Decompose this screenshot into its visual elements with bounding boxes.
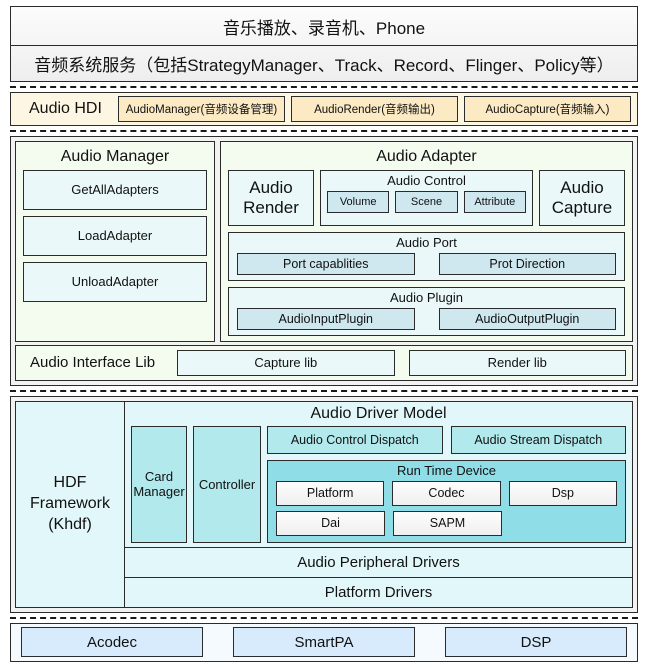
hardware-item-smartpa: SmartPA xyxy=(233,627,415,658)
hdf-framework-line-3: (Khdf) xyxy=(48,515,92,533)
audio-control-box: Audio Control Volume Scene Attribute xyxy=(320,169,533,226)
hardware-item-dsp: DSP xyxy=(445,627,627,658)
run-time-device-row-2: Dai SAPM xyxy=(276,510,617,536)
audio-plugin-item-audiooutputplugin: AudioOutputPlugin xyxy=(438,307,616,330)
run-time-device-row-1: Platform Codec Dsp xyxy=(276,480,617,506)
dispatch-row: Audio Control Dispatch Audio Stream Disp… xyxy=(267,425,626,454)
card-manager-line-1: Card xyxy=(144,468,174,484)
audio-port-box: Audio Port Port capablities Prot Directi… xyxy=(228,231,625,281)
audio-control-item-scene: Scene xyxy=(395,190,458,213)
audio-driver-model-body: Card Manager Controller Audio Control Di… xyxy=(125,425,632,547)
hdf-framework-box: HDF Framework (Khdf) xyxy=(15,400,125,608)
rtd-item-sapm: SAPM xyxy=(393,510,502,536)
run-time-device-grid: Platform Codec Dsp Dai SAPM xyxy=(276,480,617,536)
hdf-framework-line-2: Framework xyxy=(29,495,110,513)
audio-hdi-title: Audio HDI xyxy=(29,99,102,117)
applications-row: 音乐播放、录音机、Phone xyxy=(222,18,426,38)
audio-adapter-top-row: Audio Render Audio Control Volume Scene … xyxy=(228,169,625,226)
audio-hal-layer: Audio Manager GetAllAdapters LoadAdapter… xyxy=(10,135,638,386)
audio-driver-model-title: Audio Driver Model xyxy=(310,404,447,422)
audio-port-item-prot-direction: Prot Direction xyxy=(438,252,616,275)
hardware-layer: Acodec SmartPA DSP xyxy=(10,622,638,662)
audio-manager-title: Audio Manager xyxy=(60,147,170,165)
audio-manager-panel: Audio Manager GetAllAdapters LoadAdapter… xyxy=(15,140,215,342)
hdi-module-audiorender: AudioRender(音频输出) xyxy=(290,95,458,122)
rtd-item-dai: Dai xyxy=(276,510,385,536)
audio-port-items: Port capablities Prot Direction xyxy=(237,252,616,275)
rtd-item-dsp: Dsp xyxy=(508,480,617,506)
audio-plugin-title: Audio Plugin xyxy=(390,289,463,305)
audio-control-item-attribute: Attribute xyxy=(463,190,526,213)
audio-manager-item-loadadapter: LoadAdapter xyxy=(23,215,207,256)
separator-driver-hardware xyxy=(10,616,638,619)
audio-plugin-item-audioinputplugin: AudioInputPlugin xyxy=(237,307,415,330)
audio-adapter-panel: Audio Adapter Audio Render Audio Control… xyxy=(220,140,633,342)
application-layer: 音乐播放、录音机、Phone 音频系统服务（包括StrategyManager、… xyxy=(10,6,638,82)
audio-peripheral-drivers-row: Audio Peripheral Drivers xyxy=(125,546,632,577)
controller-box: Controller xyxy=(193,425,261,543)
run-time-device-title: Run Time Device xyxy=(397,462,496,478)
audio-driver-layer: HDF Framework (Khdf) Audio Driver Model … xyxy=(10,395,638,613)
interface-lib-item-capture-lib: Capture lib xyxy=(177,349,395,376)
audio-plugin-items: AudioInputPlugin AudioOutputPlugin xyxy=(237,307,616,330)
audio-port-title: Audio Port xyxy=(396,234,457,250)
audio-driver-model-panel: Audio Driver Model Card Manager Controll… xyxy=(125,400,633,608)
audio-control-title: Audio Control xyxy=(387,172,466,188)
interface-lib-item-render-lib: Render lib xyxy=(408,349,626,376)
audio-control-dispatch-box: Audio Control Dispatch xyxy=(267,425,443,454)
separator-hal-driver xyxy=(10,389,638,392)
audio-manager-item-getalladapters: GetAllAdapters xyxy=(23,169,207,210)
separator-hdi-hal xyxy=(10,129,638,132)
audio-control-items: Volume Scene Attribute xyxy=(327,190,526,213)
hdi-module-audiocapture: AudioCapture(音频输入) xyxy=(463,95,632,122)
card-manager-label: Card Manager xyxy=(133,469,184,500)
dispatch-and-runtime-column: Audio Control Dispatch Audio Stream Disp… xyxy=(267,425,626,543)
hdf-framework-label: HDF Framework (Khdf) xyxy=(30,473,110,535)
audio-control-item-volume: Volume xyxy=(327,190,390,213)
audio-adapter-title: Audio Adapter xyxy=(376,147,477,165)
audio-interface-lib-title: Audio Interface Lib xyxy=(30,354,156,372)
audio-hdi-layer: Audio HDI AudioManager(音频设备管理) AudioRend… xyxy=(10,92,638,126)
audio-capture-box: Audio Capture xyxy=(539,169,625,226)
audio-stream-dispatch-box: Audio Stream Dispatch xyxy=(450,425,626,454)
hardware-item-acodec: Acodec xyxy=(21,627,203,658)
hal-top-row: Audio Manager GetAllAdapters LoadAdapter… xyxy=(15,140,633,342)
separator-app-hdi xyxy=(10,86,638,88)
audio-interface-lib-row: Audio Interface Lib Capture lib Render l… xyxy=(15,344,633,381)
audio-render-box: Audio Render xyxy=(228,169,314,226)
rtd-item-platform: Platform xyxy=(276,480,385,506)
hdi-module-audiomanager: AudioManager(音频设备管理) xyxy=(117,95,285,122)
card-manager-line-2: Manager xyxy=(133,484,185,500)
hdf-framework-line-1: HDF xyxy=(53,474,87,492)
run-time-device-box: Run Time Device Platform Codec Dsp Dai S… xyxy=(267,459,626,543)
audio-port-item-port-capablities: Port capablities xyxy=(237,252,415,275)
platform-drivers-row: Platform Drivers xyxy=(125,576,632,607)
audio-system-services-row: 音频系统服务（包括StrategyManager、Track、Record、Fl… xyxy=(11,45,637,81)
rtd-item-codec: Codec xyxy=(392,480,501,506)
audio-plugin-box: Audio Plugin AudioInputPlugin AudioOutpu… xyxy=(228,286,625,336)
card-manager-box: Card Manager xyxy=(131,425,187,543)
audio-manager-item-unloadadapter: UnloadAdapter xyxy=(23,261,207,302)
